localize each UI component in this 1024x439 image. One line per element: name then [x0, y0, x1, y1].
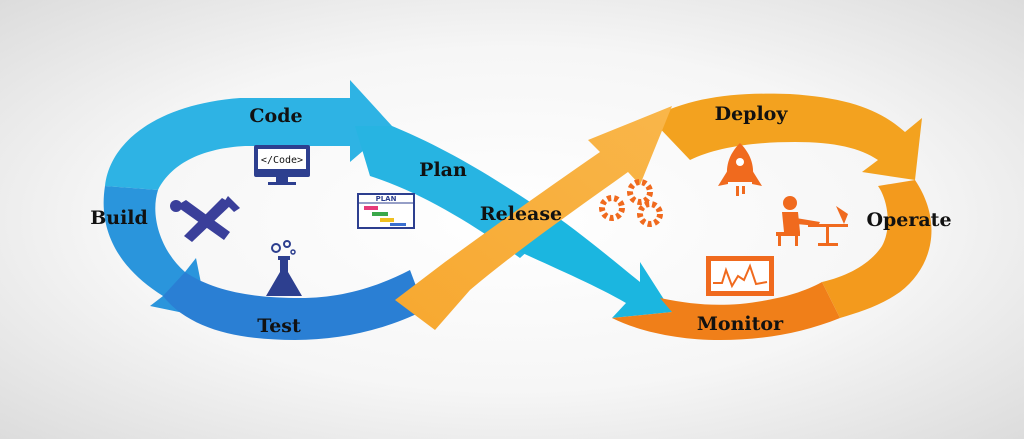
operate-arrow — [822, 180, 932, 318]
rocket-icon — [718, 143, 762, 196]
flask-icon — [266, 240, 302, 296]
operator-desk-icon — [776, 196, 848, 246]
test-arrow — [163, 270, 425, 340]
plan-chart-text: PLAN — [376, 195, 397, 203]
monitor-arrow — [612, 282, 840, 340]
gears-icon — [599, 179, 663, 227]
label-release: Release — [480, 203, 562, 225]
code-screen-text: </Code> — [261, 155, 303, 166]
deploy-arrow — [650, 93, 922, 180]
label-monitor: Monitor — [697, 313, 784, 335]
label-deploy: Deploy — [715, 103, 789, 125]
label-build: Build — [90, 207, 148, 229]
label-plan: Plan — [419, 159, 467, 181]
label-operate: Operate — [866, 209, 951, 231]
label-code: Code — [249, 105, 302, 127]
label-test: Test — [257, 315, 301, 337]
right-loop — [612, 93, 932, 340]
monitor-graph-icon — [706, 256, 774, 296]
tools-icon — [170, 196, 240, 242]
plan-chart-icon: PLAN — [357, 193, 415, 229]
code-arrow — [105, 80, 392, 190]
code-monitor-icon: </Code> — [254, 145, 310, 185]
release-arrow — [395, 106, 672, 330]
